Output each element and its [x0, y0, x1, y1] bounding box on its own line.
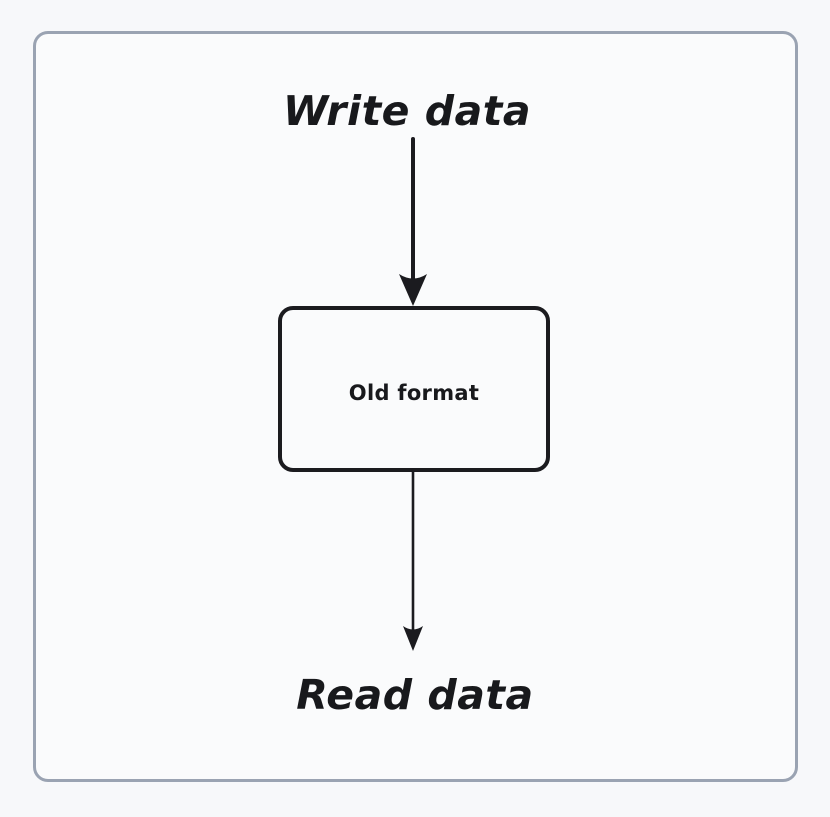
label-read-data: Read data [296, 671, 533, 719]
arrowhead-down-icon [399, 274, 427, 306]
label-write-data: Write data [283, 87, 531, 135]
node-old-format[interactable]: Old format [278, 306, 550, 472]
arrowhead-down-icon [403, 626, 423, 651]
arrow-old-format-to-read [403, 468, 423, 651]
canvas-frame [33, 31, 798, 782]
arrow-write-to-old-format [399, 137, 427, 306]
node-old-format-label: Old format [349, 381, 479, 405]
